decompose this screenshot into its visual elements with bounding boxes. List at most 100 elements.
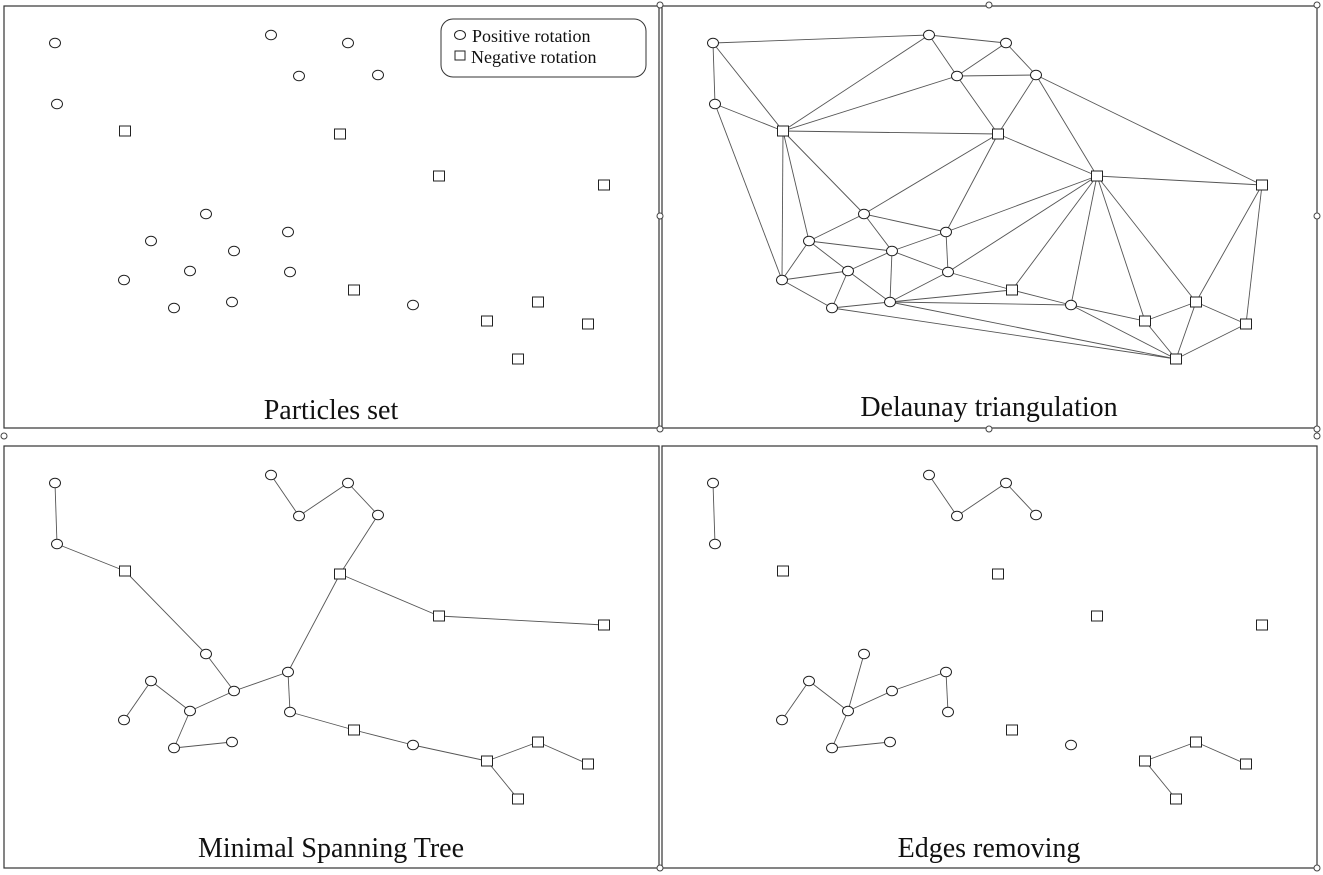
negative-particle <box>1256 619 1268 631</box>
selection-handle[interactable] <box>656 1 664 9</box>
selection-handle[interactable] <box>1313 425 1321 433</box>
negative-particle <box>1170 793 1182 805</box>
negative-particle <box>119 565 131 577</box>
selection-handle[interactable] <box>1313 212 1321 220</box>
positive-particle <box>407 299 419 311</box>
legend-negative-marker <box>454 50 466 61</box>
selection-handle[interactable] <box>0 432 8 440</box>
negative-particle <box>1139 755 1151 767</box>
graph-edge <box>1011 289 1072 306</box>
graph-edge <box>863 213 893 252</box>
selection-handle[interactable] <box>656 864 664 872</box>
selection-handle[interactable] <box>1313 432 1321 440</box>
graph-edge <box>150 680 191 712</box>
positive-particle <box>776 714 788 726</box>
positive-particle <box>858 648 870 660</box>
negative-particle <box>348 284 360 296</box>
graph-edge <box>298 482 349 517</box>
graph-edge <box>714 103 784 132</box>
negative-particle <box>481 755 493 767</box>
selection-handle[interactable] <box>1313 864 1321 872</box>
graph-edge <box>847 250 893 272</box>
graph-edge <box>1096 175 1146 322</box>
panel-title-particles: Particles set <box>264 395 399 426</box>
selection-handle[interactable] <box>656 212 664 220</box>
positive-particle <box>145 235 157 247</box>
negative-particle <box>119 125 131 137</box>
graph-edge <box>782 130 999 135</box>
positive-particle <box>951 510 963 522</box>
positive-particle <box>886 245 898 257</box>
positive-particle <box>858 208 870 220</box>
graph-edge <box>808 680 849 712</box>
negative-particle <box>1006 724 1018 736</box>
positive-particle <box>826 302 838 314</box>
positive-particle <box>372 69 384 81</box>
graph-edge <box>831 270 849 309</box>
graph-edge <box>712 42 784 132</box>
negative-particle <box>1190 296 1202 308</box>
panel-removed <box>707 469 1268 805</box>
selection-handle[interactable] <box>1313 1 1321 9</box>
graph-edge <box>782 130 865 215</box>
graph-edge <box>947 175 1098 273</box>
graph-edge <box>1035 74 1263 186</box>
graph-edge <box>1175 323 1247 360</box>
graph-edge <box>54 482 58 545</box>
positive-particle <box>1030 69 1042 81</box>
graph-edge <box>1035 74 1098 177</box>
positive-particle <box>226 296 238 308</box>
positive-particle <box>200 648 212 660</box>
negative-particle <box>433 610 445 622</box>
graph-edge <box>831 710 849 749</box>
negative-particle <box>1006 284 1018 296</box>
negative-particle <box>1240 318 1252 330</box>
graph-edge <box>781 680 810 721</box>
graph-edge <box>712 34 930 44</box>
graph-edge <box>1195 301 1247 325</box>
negative-particle <box>777 125 789 137</box>
graph-edge <box>997 133 1098 177</box>
graph-edge <box>891 671 947 692</box>
positive-particle <box>942 706 954 718</box>
positive-particle <box>342 477 354 489</box>
positive-particle <box>942 266 954 278</box>
graph-edge <box>956 75 999 135</box>
panel-frame <box>661 5 1318 429</box>
graph-edge <box>173 710 191 749</box>
selection-handle[interactable] <box>656 425 664 433</box>
graph-edge <box>956 482 1007 517</box>
graph-edge <box>712 482 716 545</box>
positive-particle <box>1065 739 1077 751</box>
graph-edge <box>945 133 999 233</box>
legend-positive-label: Positive rotation <box>472 26 591 46</box>
graph-edge <box>889 301 1177 360</box>
negative-particle <box>1256 179 1268 191</box>
negative-particle <box>512 353 524 365</box>
graph-edge <box>847 270 891 303</box>
negative-particle <box>532 736 544 748</box>
graph-edge <box>889 250 893 303</box>
graph-edge <box>889 289 1013 303</box>
panel-mst <box>49 469 610 805</box>
graph-edge <box>847 690 893 712</box>
graph-edge <box>997 74 1037 135</box>
positive-particle <box>803 235 815 247</box>
negative-particle <box>1190 736 1202 748</box>
positive-particle <box>51 98 63 110</box>
positive-particle <box>923 29 935 41</box>
graph-edge <box>928 474 958 517</box>
legend-positive-marker <box>454 30 466 40</box>
panel-title-delaunay: Delaunay triangulation <box>860 392 1117 423</box>
selection-handle[interactable] <box>985 1 993 9</box>
graph-edge <box>1096 175 1197 303</box>
positive-particle <box>1000 477 1012 489</box>
graph-edge <box>1144 741 1197 762</box>
graph-edge <box>1070 304 1177 360</box>
graph-edge <box>782 75 958 132</box>
graph-edge <box>831 301 891 309</box>
selection-handle[interactable] <box>985 425 993 433</box>
positive-particle <box>842 705 854 717</box>
negative-particle <box>598 179 610 191</box>
graph-edge <box>891 231 947 252</box>
